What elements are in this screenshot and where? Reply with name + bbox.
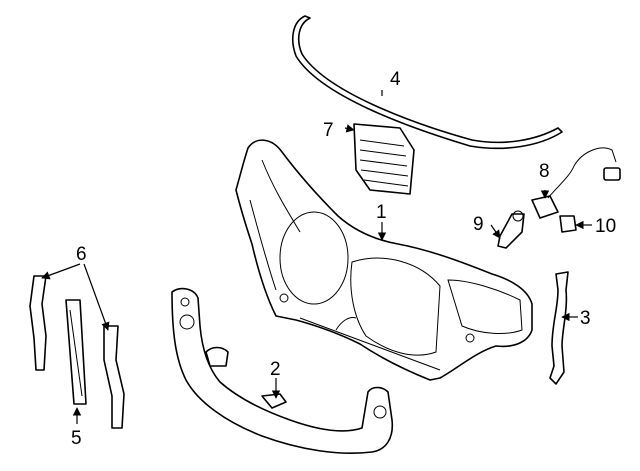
- callout-9: 9: [473, 214, 484, 235]
- wire-harness: [549, 271, 569, 385]
- side-bracket-left: [29, 275, 47, 371]
- sensor-cable: [531, 147, 621, 219]
- callout-8: 8: [539, 161, 550, 182]
- upper-seal-strip: [291, 15, 563, 150]
- center-strip: [65, 299, 87, 405]
- side-bracket-right: [103, 325, 125, 429]
- shutter-panel: [353, 123, 415, 195]
- clip: [559, 215, 577, 233]
- radiator-support: [235, 139, 533, 381]
- callout-2: 2: [270, 359, 281, 380]
- callout-7: 7: [323, 120, 334, 141]
- callout-5: 5: [71, 428, 82, 449]
- callout-4: 4: [390, 69, 401, 90]
- small-sensor: [497, 210, 525, 249]
- callout-6: 6: [76, 244, 87, 265]
- callout-1: 1: [376, 202, 387, 223]
- leader-lines: [41, 90, 592, 424]
- callout-10: 10: [595, 216, 616, 237]
- callout-3: 3: [580, 308, 591, 329]
